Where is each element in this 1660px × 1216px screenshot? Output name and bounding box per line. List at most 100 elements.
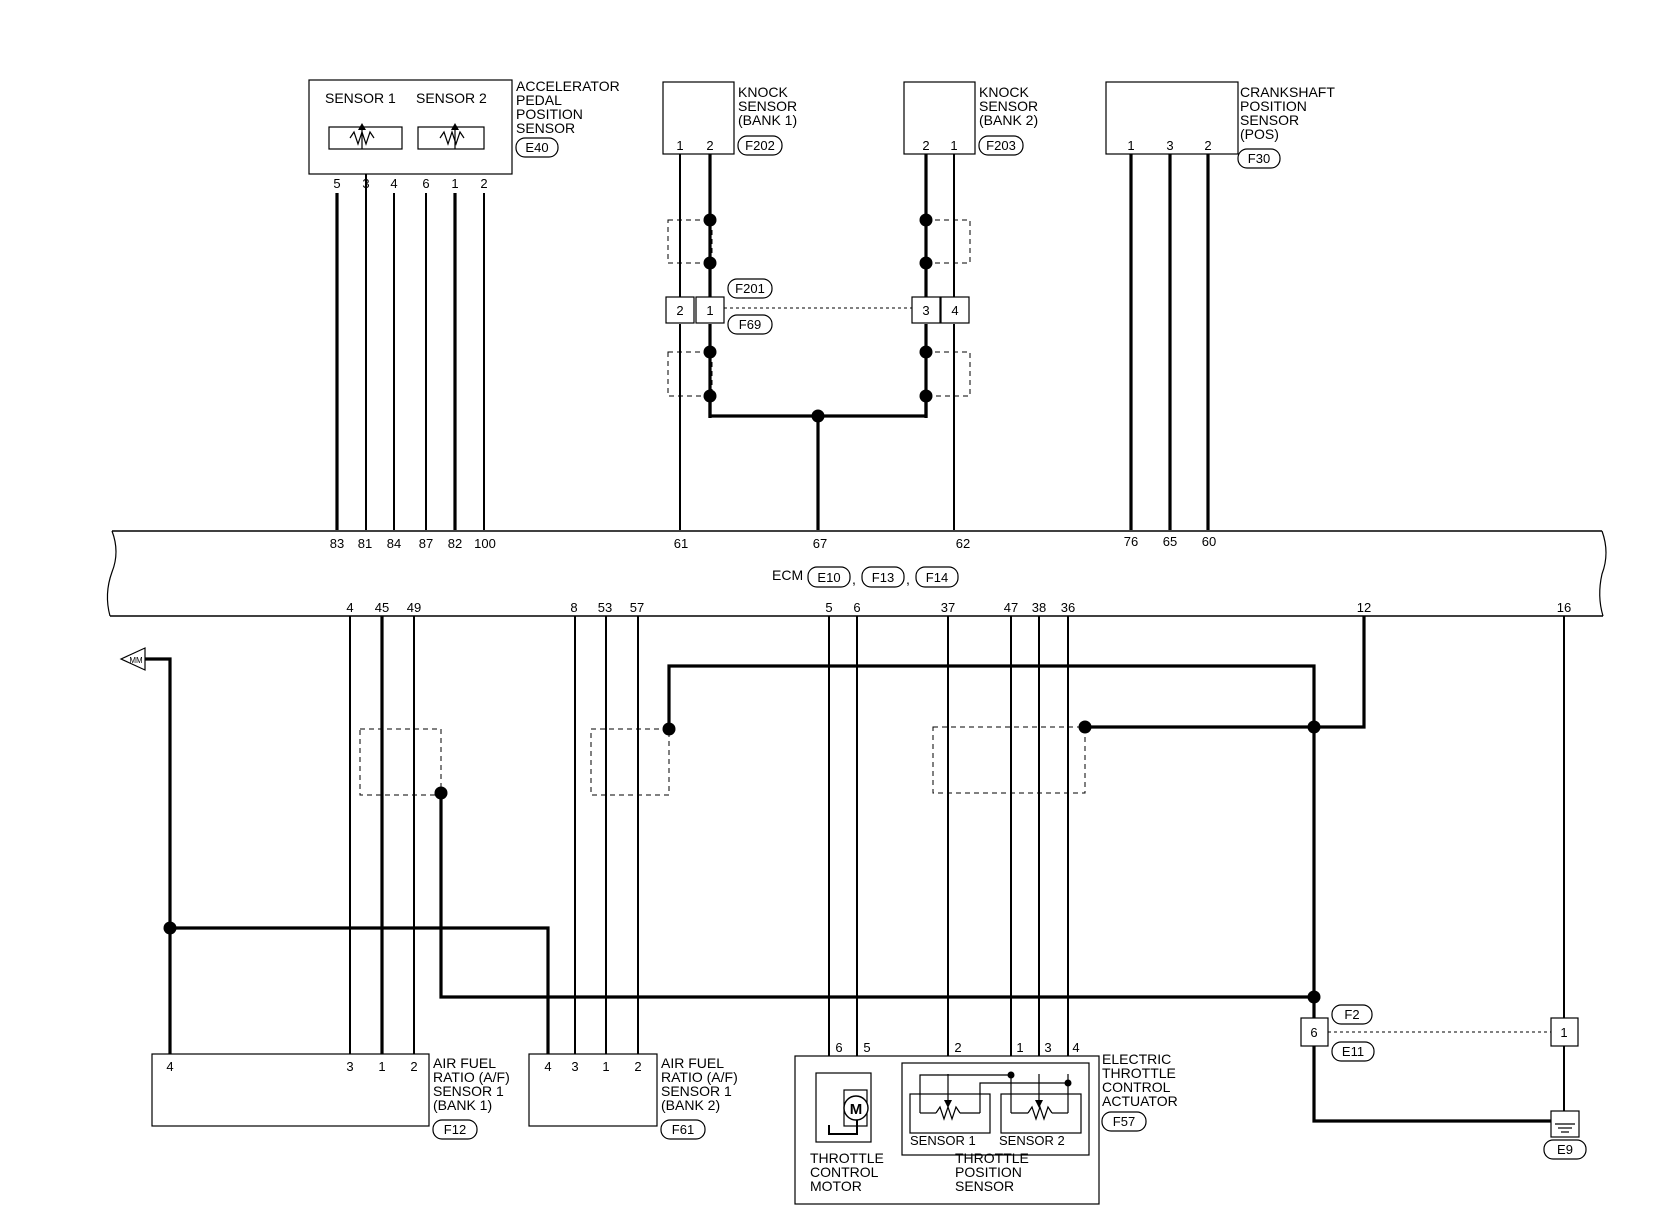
knock1-connector-tag: F202 bbox=[745, 138, 775, 153]
knock2-connector-tag: F203 bbox=[986, 138, 1016, 153]
apps-title-line4: SENSOR bbox=[516, 120, 575, 136]
af1-pin-4: 4 bbox=[166, 1059, 173, 1074]
ground-connector-e9: E9 bbox=[1557, 1142, 1573, 1157]
motor-symbol: M bbox=[850, 1101, 863, 1118]
ecm-pin-4: 4 bbox=[346, 600, 353, 615]
etc-pin-4: 4 bbox=[1072, 1040, 1079, 1055]
ecm-pin-87: 87 bbox=[419, 536, 433, 551]
knock2-pin-1: 1 bbox=[950, 138, 957, 153]
joint-pin-4: 4 bbox=[951, 303, 958, 318]
af-sensor-bank1: 4 3 1 2 AIR FUEL RATIO (A/F) SENSOR 1 (B… bbox=[151, 1053, 510, 1140]
af1-title-line3: SENSOR 1 bbox=[433, 1083, 504, 1099]
arrow-tag-text: MM bbox=[129, 656, 143, 665]
af1-title-line2: RATIO (A/F) bbox=[433, 1069, 510, 1085]
ecm-pin-53: 53 bbox=[598, 600, 612, 615]
ecm-pin-60: 60 bbox=[1202, 534, 1216, 549]
etc-title-line1: ELECTRIC bbox=[1102, 1051, 1171, 1067]
ecm-module: 83 81 84 87 82 100 61 67 62 76 65 60 ECM… bbox=[106, 530, 1607, 617]
joint-connector-f201-f69: 2 1 3 4 F201 F69 bbox=[665, 278, 970, 335]
apps-title-line3: POSITION bbox=[516, 106, 583, 122]
ecm-pin-76: 76 bbox=[1124, 534, 1138, 549]
ecm-pin-83: 83 bbox=[330, 536, 344, 551]
ecm-separator-2: , bbox=[906, 571, 910, 587]
ckp-title-line4: (POS) bbox=[1240, 126, 1279, 142]
ecm-connector-f14: F14 bbox=[926, 570, 948, 585]
ecm-connector-f13: F13 bbox=[872, 570, 894, 585]
knock1-pin-2: 2 bbox=[706, 138, 713, 153]
ckp-pin-3: 3 bbox=[1166, 138, 1173, 153]
lower-shields bbox=[359, 726, 1086, 796]
etc-pin-2: 2 bbox=[954, 1040, 961, 1055]
knock1-pin-1: 1 bbox=[676, 138, 683, 153]
ecm-pin-47: 47 bbox=[1004, 600, 1018, 615]
apps-pin-2: 2 bbox=[480, 176, 487, 191]
ckp-wires bbox=[1129, 154, 1210, 530]
apps-pin-5: 5 bbox=[333, 176, 340, 191]
apps-pin-4: 4 bbox=[390, 176, 397, 191]
ecm-pin-62: 62 bbox=[956, 536, 970, 551]
af2-title-line1: AIR FUEL bbox=[661, 1055, 724, 1071]
etc-pin-3: 3 bbox=[1044, 1040, 1051, 1055]
ecm-pin-37: 37 bbox=[941, 600, 955, 615]
apps-connector-tag: E40 bbox=[525, 140, 548, 155]
knock2-title-line1: KNOCK bbox=[979, 84, 1029, 100]
etc-title-line4: ACTUATOR bbox=[1102, 1093, 1178, 1109]
apps-title-line1: ACCELERATOR bbox=[516, 78, 620, 94]
ecm-separator-1: , bbox=[852, 571, 856, 587]
ecm-pin-67: 67 bbox=[813, 536, 827, 551]
af2-pin-3: 3 bbox=[571, 1059, 578, 1074]
af2-title-line2: RATIO (A/F) bbox=[661, 1069, 738, 1085]
ckp-title-line3: SENSOR bbox=[1240, 112, 1299, 128]
af2-title-line4: (BANK 2) bbox=[661, 1097, 720, 1113]
joint-connector-tag-b: F69 bbox=[739, 317, 761, 332]
etc-connector-tag: F57 bbox=[1113, 1114, 1135, 1129]
ckp-title-line1: CRANKSHAFT bbox=[1240, 84, 1335, 100]
af1-title-line4: (BANK 1) bbox=[433, 1097, 492, 1113]
etc-pin-6: 6 bbox=[835, 1040, 842, 1055]
ecm-pin-84: 84 bbox=[387, 536, 401, 551]
ecm-pin-49: 49 bbox=[407, 600, 421, 615]
af2-pin-4: 4 bbox=[544, 1059, 551, 1074]
ecm-pin-81: 81 bbox=[358, 536, 372, 551]
knock-sensor-bank2: 2 1 KNOCK SENSOR (BANK 2) F203 bbox=[903, 81, 1038, 156]
tps-label-line2: POSITION bbox=[955, 1164, 1022, 1180]
ecm-pin-45: 45 bbox=[375, 600, 389, 615]
apps-sensor1-label: SENSOR 1 bbox=[325, 90, 396, 106]
knock2-pin-2: 2 bbox=[922, 138, 929, 153]
joint-pin-3: 3 bbox=[922, 303, 929, 318]
af2-title-line3: SENSOR 1 bbox=[661, 1083, 732, 1099]
apps-sensor2-label: SENSOR 2 bbox=[416, 90, 487, 106]
motor-label-line1: THROTTLE bbox=[810, 1150, 884, 1166]
af2-pin-1: 1 bbox=[602, 1059, 609, 1074]
accelerator-pedal-position-sensor: SENSOR 1 SENSOR 2 5 3 4 6 1 2 ACCELERATO… bbox=[308, 78, 620, 191]
knock1-title-line3: (BANK 1) bbox=[738, 112, 797, 128]
af2-connector-tag: F61 bbox=[672, 1122, 694, 1137]
arrow-tag-mm: MM bbox=[119, 647, 146, 671]
ground-joint-pin-1: 1 bbox=[1560, 1025, 1567, 1040]
apps-title-line2: PEDAL bbox=[516, 92, 562, 108]
ckp-connector-tag: F30 bbox=[1248, 151, 1270, 166]
knock-wires bbox=[679, 154, 955, 530]
ecm-connector-e10: E10 bbox=[817, 570, 840, 585]
joint-connector-tag-a: F201 bbox=[735, 281, 765, 296]
knock2-title-line3: (BANK 2) bbox=[979, 112, 1038, 128]
etc-pin-1: 1 bbox=[1016, 1040, 1023, 1055]
af1-pin-2: 2 bbox=[410, 1059, 417, 1074]
ecm-pin-65: 65 bbox=[1163, 534, 1177, 549]
ecm-pin-12: 12 bbox=[1357, 600, 1371, 615]
tps-sensor1-label: SENSOR 1 bbox=[910, 1133, 976, 1148]
knock2-title-line2: SENSOR bbox=[979, 98, 1038, 114]
ckp-pin-1: 1 bbox=[1127, 138, 1134, 153]
af1-pin-1: 1 bbox=[378, 1059, 385, 1074]
ecm-pin-5: 5 bbox=[825, 600, 832, 615]
ground-joint-connector-f2: F2 bbox=[1344, 1007, 1359, 1022]
ecm-pin-38: 38 bbox=[1032, 600, 1046, 615]
knock1-title-line1: KNOCK bbox=[738, 84, 788, 100]
joint-pin-2: 2 bbox=[676, 303, 683, 318]
apps-pin-1: 1 bbox=[451, 176, 458, 191]
tps-label-line3: SENSOR bbox=[955, 1178, 1014, 1194]
motor-label-line2: CONTROL bbox=[810, 1164, 879, 1180]
knock-sensor-bank1: 1 2 KNOCK SENSOR (BANK 1) F202 bbox=[662, 81, 797, 156]
etc-title-line2: THROTTLE bbox=[1102, 1065, 1176, 1081]
